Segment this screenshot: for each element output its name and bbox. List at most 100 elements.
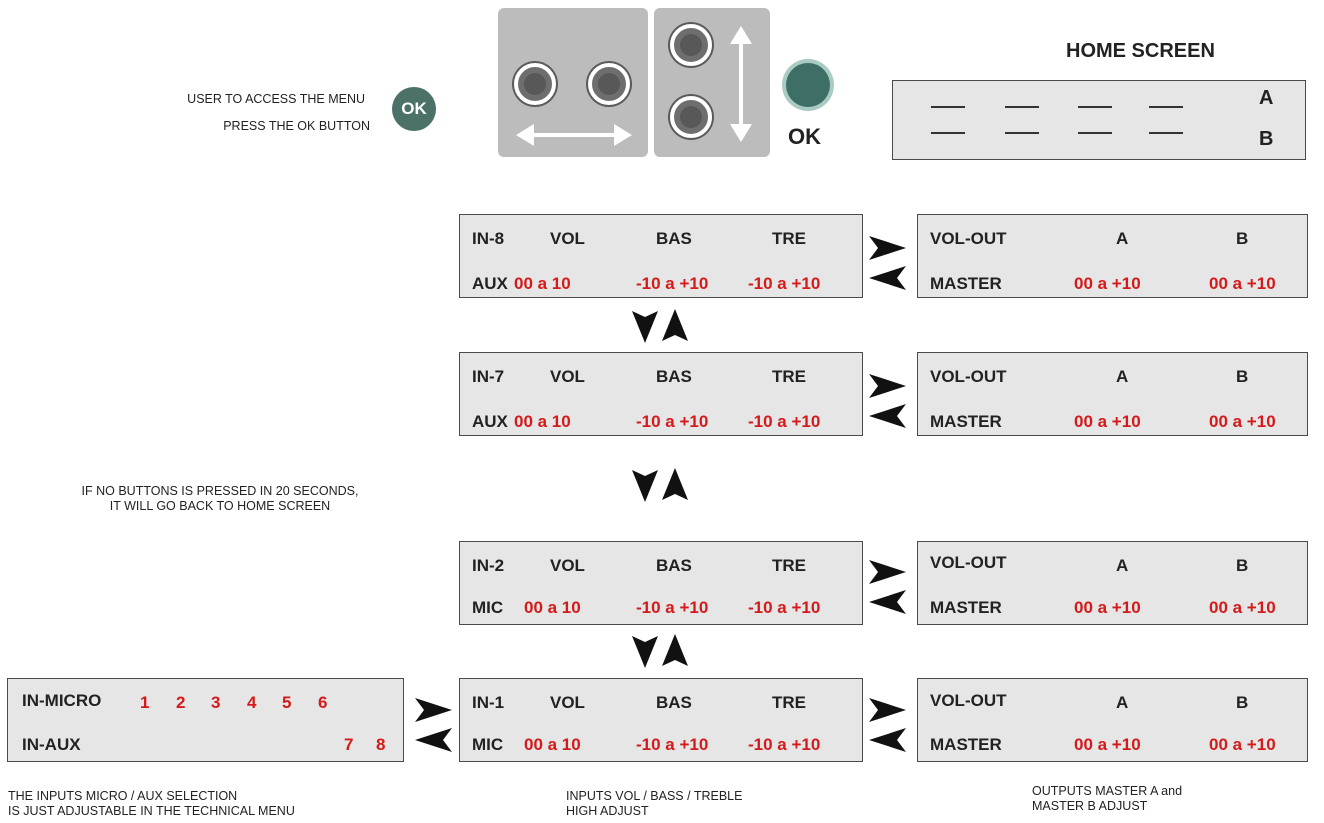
home-screen-panel: A B — [892, 80, 1306, 160]
master-label: MASTER — [930, 412, 1002, 431]
chevron-up-icon — [662, 468, 688, 500]
chevron-up-icon — [662, 634, 688, 666]
chevron-right-icon — [869, 698, 906, 722]
bas-range: -10 a +10 — [636, 412, 709, 431]
bas-range: -10 a +10 — [636, 598, 709, 617]
dash-b1 — [931, 132, 965, 134]
timeout-note-line-2: IT WILL GO BACK TO HOME SCREEN — [109, 499, 331, 513]
master-label: MASTER — [930, 598, 1002, 617]
micro-value: 5 — [282, 693, 292, 712]
selector-caption-1: THE INPUTS MICRO / AUX SELECTION — [8, 789, 238, 803]
chevron-right-icon — [869, 236, 906, 260]
output-panel-1: VOL-OUT A B MASTER 00 a +10 00 a +10 — [917, 214, 1308, 298]
input-panel-in-1: IN-1 VOL BAS TRE MIC 00 a 10 -10 a +10 -… — [459, 678, 863, 762]
inputs-caption-2: HIGH ADJUST — [566, 804, 649, 818]
input-panel-in-7: IN-7 VOL BAS TRE AUX 00 a 10 -10 a +10 -… — [459, 352, 863, 436]
output-panel-2: VOL-OUT A B MASTER 00 a +10 00 a +10 — [917, 352, 1308, 436]
home-screen-title: HOME SCREEN — [1066, 40, 1215, 62]
master-b-range: 00 a +10 — [1209, 274, 1276, 293]
double-arrow-horizontal-icon — [516, 124, 632, 146]
bas-label: BAS — [656, 556, 692, 575]
vert-arrows-3 — [632, 634, 688, 668]
outputs-caption-1: OUTPUTS MASTER A and — [1032, 784, 1183, 798]
micro-value: 3 — [211, 693, 221, 712]
bas-range: -10 a +10 — [636, 735, 709, 754]
tre-range: -10 a +10 — [748, 735, 821, 754]
input-type: AUX — [472, 274, 508, 293]
bas-range: -10 a +10 — [636, 274, 709, 293]
in-micro-label: IN-MICRO — [22, 691, 102, 710]
intro-line-1: USER TO ACCESS THE MENU — [187, 92, 365, 106]
chevron-left-icon — [869, 266, 906, 290]
selector-caption-2: IS JUST ADJUSTABLE IN THE TECHNICAL MENU — [8, 804, 295, 818]
tre-range: -10 a +10 — [748, 598, 821, 617]
vol-range: 00 a 10 — [524, 598, 581, 617]
timeout-note-line-1: IF NO BUTTONS IS PRESSED IN 20 SECONDS, — [81, 484, 359, 498]
in-aux-label: IN-AUX — [22, 735, 81, 754]
aux-value: 8 — [376, 735, 386, 754]
master-b-range: 00 a +10 — [1209, 598, 1276, 617]
vol-label: VOL — [550, 693, 585, 712]
tre-label: TRE — [772, 229, 806, 248]
input-selector-panel: IN-MICRO 1 2 3 4 5 6 IN-AUX 7 8 — [7, 678, 404, 762]
output-b-label: B — [1236, 556, 1249, 575]
vol-range: 00 a 10 — [524, 735, 581, 754]
dash-a2 — [1005, 106, 1039, 108]
chevron-up-icon — [662, 309, 688, 341]
inputs-caption-1: INPUTS VOL / BASS / TREBLE — [566, 789, 743, 803]
chevron-right-icon — [869, 560, 906, 584]
ok-button-icon: OK — [392, 87, 436, 131]
output-a-label: A — [1116, 229, 1129, 248]
output-b-label: B — [1236, 229, 1249, 248]
dash-b4 — [1149, 132, 1183, 134]
ok-led-button-icon — [786, 63, 830, 107]
input-panel-in-8: IN-8 VOL BAS TRE AUX 00 a 10 -10 a +10 -… — [459, 214, 863, 298]
aux-value: 7 — [344, 735, 354, 754]
bas-label: BAS — [656, 367, 692, 386]
keypad-left-right — [498, 8, 648, 157]
tre-range: -10 a +10 — [748, 274, 821, 293]
down-button-icon — [670, 96, 712, 138]
chevron-left-icon — [869, 590, 906, 614]
vert-arrows-2 — [632, 468, 688, 502]
chevron-left-icon — [869, 404, 906, 428]
dash-a4 — [1149, 106, 1183, 108]
tre-range: -10 a +10 — [748, 412, 821, 431]
micro-value: 6 — [318, 693, 328, 712]
vol-label: VOL — [550, 367, 585, 386]
input-name: IN-1 — [472, 693, 505, 712]
nav-arrows-row-3 — [869, 560, 906, 614]
input-type: MIC — [472, 598, 504, 617]
outputs-caption-2: MASTER B ADJUST — [1032, 799, 1148, 813]
dash-a3 — [1078, 106, 1112, 108]
output-title: VOL-OUT — [930, 553, 1007, 572]
master-b-range: 00 a +10 — [1209, 412, 1276, 431]
chevron-right-icon — [869, 374, 906, 398]
chevron-down-icon — [632, 636, 658, 668]
tre-label: TRE — [772, 556, 806, 575]
input-panel-in-2: IN-2 VOL BAS TRE MIC 00 a 10 -10 a +10 -… — [459, 541, 863, 625]
home-row-b-label: B — [1259, 128, 1274, 150]
nav-arrows-row-4 — [869, 698, 906, 752]
nav-arrows-selector — [415, 698, 452, 752]
master-label: MASTER — [930, 274, 1002, 293]
output-a-label: A — [1116, 367, 1129, 386]
master-b-range: 00 a +10 — [1209, 735, 1276, 754]
left-button-icon — [514, 63, 556, 105]
output-title: VOL-OUT — [930, 691, 1007, 710]
input-name: IN-2 — [472, 556, 505, 575]
double-arrow-vertical-icon — [730, 26, 752, 142]
vol-label: VOL — [550, 229, 585, 248]
bas-label: BAS — [656, 693, 692, 712]
micro-value: 2 — [176, 693, 186, 712]
master-a-range: 00 a +10 — [1074, 412, 1141, 431]
home-row-a-label: A — [1259, 87, 1274, 109]
input-name: IN-7 — [472, 367, 505, 386]
micro-value: 4 — [247, 693, 257, 712]
input-type: MIC — [472, 735, 504, 754]
master-a-range: 00 a +10 — [1074, 274, 1141, 293]
dash-b3 — [1078, 132, 1112, 134]
dash-b2 — [1005, 132, 1039, 134]
output-title: VOL-OUT — [930, 229, 1007, 248]
keypad-up-down — [654, 8, 770, 157]
